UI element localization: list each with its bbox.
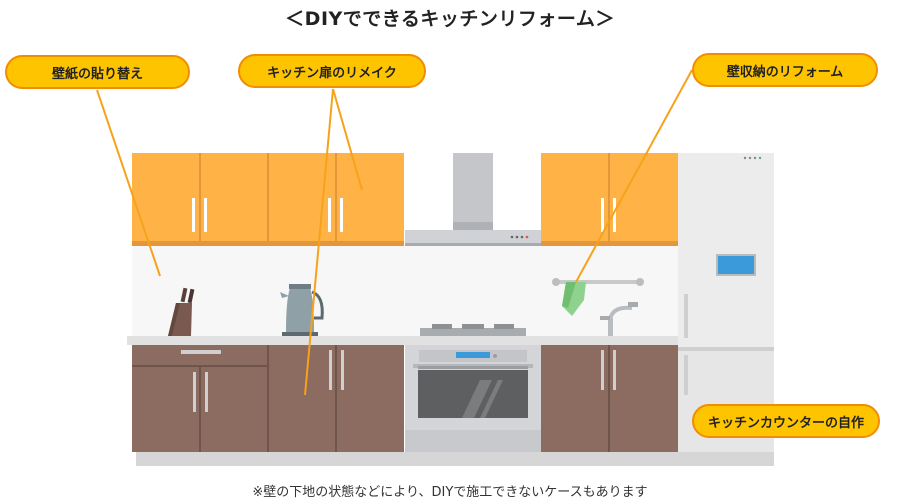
callout-wall-storage: 壁収納のリフォーム [692, 53, 878, 87]
cooktop-burners [420, 324, 526, 336]
callout-counter-diy: キッチンカウンターの自作 [692, 404, 880, 438]
lower-cabinet-right [541, 345, 678, 452]
upper-cabinet-left [132, 153, 404, 246]
callout-wall-storage-label: 壁収納のリフォーム [726, 64, 844, 80]
lower-cabinet-left [132, 345, 404, 452]
refrigerator [678, 153, 774, 466]
towel-icon [552, 278, 644, 316]
leader-wallpaper [96, 89, 161, 277]
knife-block-icon [168, 287, 195, 336]
callout-door-remake: キッチン扉のリメイク [238, 54, 426, 88]
backsplash-wall [132, 246, 678, 336]
callout-wallpaper-label: 壁紙の貼り替え [51, 66, 143, 82]
callout-counter-diy-label: キッチンカウンターの自作 [707, 415, 864, 431]
oven [405, 345, 541, 452]
callout-door-remake-label: キッチン扉のリメイク [267, 65, 397, 81]
cabinet-base [136, 452, 774, 466]
leader-door-remake-2 [332, 88, 363, 191]
upper-cabinet-right [541, 153, 678, 246]
footnote: ※壁の下地の状態などにより、DIYで施工できないケースもあります [252, 485, 648, 500]
leader-wall-storage [575, 69, 693, 283]
countertop [127, 336, 678, 345]
leader-door-remake-1 [304, 88, 334, 396]
page-title: ＜DIYでできるキッチンリフォーム＞ [285, 8, 615, 30]
faucet-icon [600, 302, 638, 336]
callout-wallpaper: 壁紙の貼り替え [5, 55, 190, 89]
leader-lines [96, 69, 693, 396]
fridge-display-icon [716, 254, 756, 276]
range-hood [405, 153, 541, 246]
